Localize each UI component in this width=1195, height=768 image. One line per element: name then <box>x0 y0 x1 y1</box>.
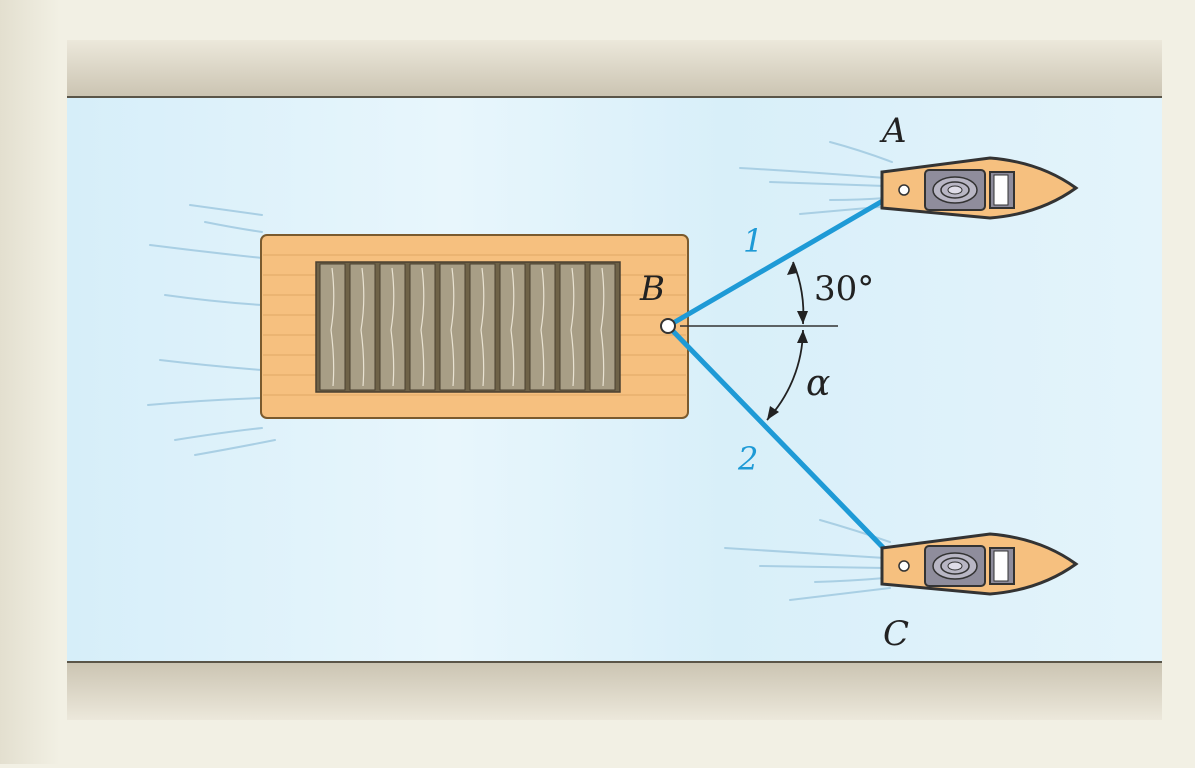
boat-c <box>880 532 1079 596</box>
point-b-marker <box>660 318 676 334</box>
barge <box>260 234 689 419</box>
cable-2 <box>665 323 901 566</box>
boat-a-wake <box>739 141 893 215</box>
angle-30-arrow-bottom <box>797 311 808 324</box>
frame-left-shade <box>0 0 60 764</box>
cable-1 <box>665 189 901 329</box>
label-cable-1: 1 <box>743 222 763 260</box>
boat-a <box>880 156 1079 220</box>
label-angle-alpha: α <box>806 363 830 404</box>
label-point-b: B <box>639 269 665 309</box>
label-point-c: C <box>883 614 909 654</box>
label-point-a: A <box>879 111 907 151</box>
barge-cargo <box>315 261 621 393</box>
angle-alpha-arrow-top <box>797 330 808 343</box>
bottom-bank <box>67 662 1162 720</box>
label-angle-30: 30° <box>814 269 874 309</box>
label-cable-2: 2 <box>737 440 758 478</box>
barge-wake <box>147 204 276 456</box>
angle-30-arrow-top <box>787 262 797 275</box>
top-bank <box>67 40 1162 97</box>
boat-c-wake <box>724 519 891 601</box>
angle-alpha-arrow-bottom <box>767 406 779 420</box>
